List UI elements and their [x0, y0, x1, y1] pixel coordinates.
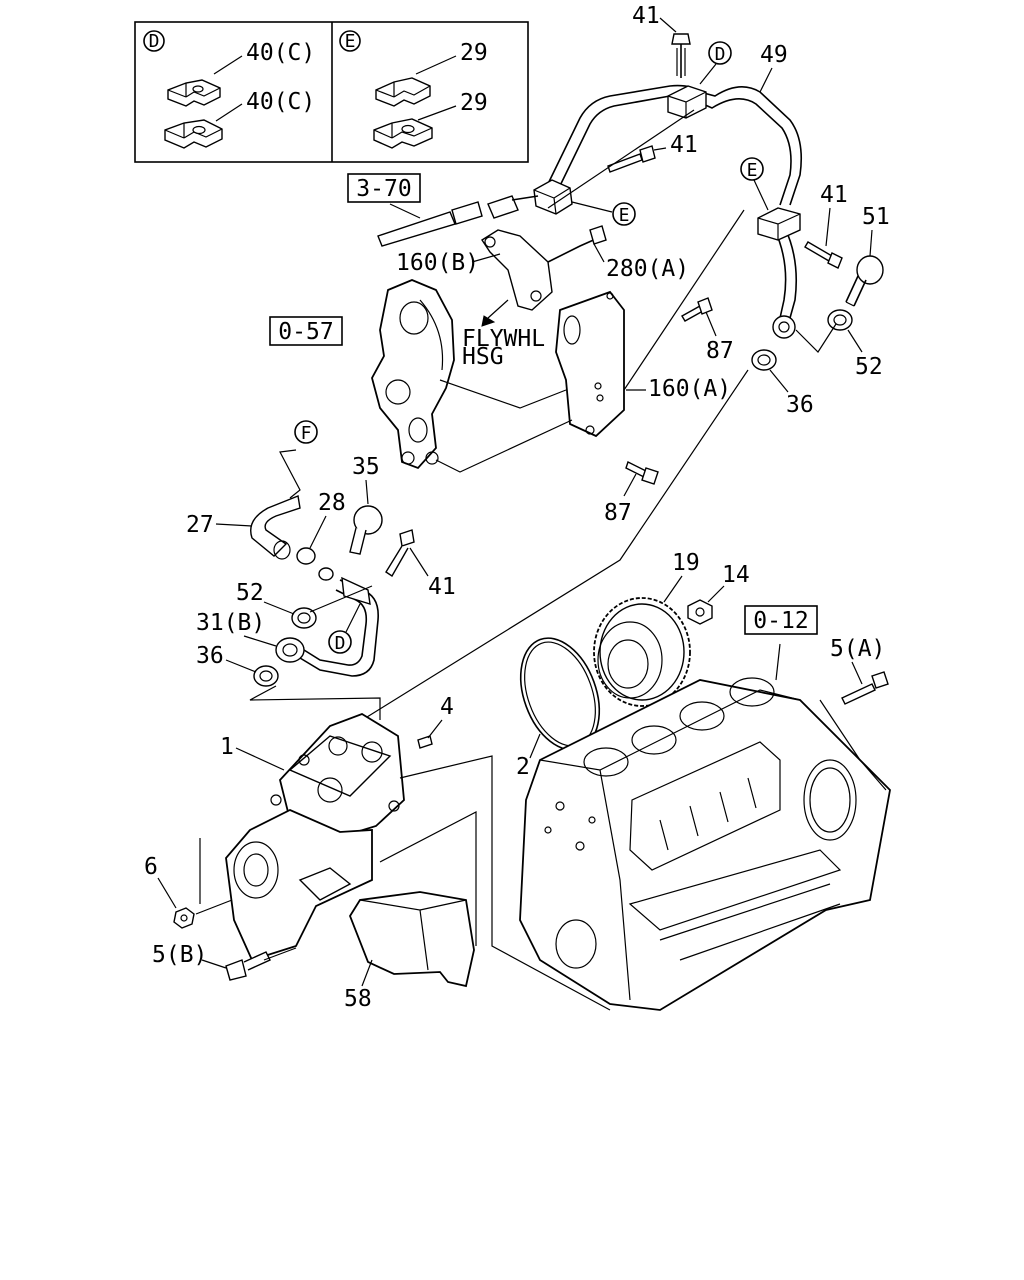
inset-panel-d: D 40(C) 40(C)	[143, 30, 315, 149]
clamp-e-right-icon	[757, 207, 801, 241]
clamp-40c-top-icon	[167, 79, 221, 107]
clamp-40c-bottom-icon	[164, 119, 223, 149]
clamp-29-bottom-icon	[373, 118, 433, 149]
callout-14: 14	[722, 562, 750, 588]
circle-d-low-letter: D	[335, 633, 346, 654]
inset-panel-e: E 29 29	[339, 30, 488, 149]
callout-41-mid: 41	[670, 132, 698, 158]
bolt-41-top-icon	[671, 33, 691, 78]
circle-e-icon	[339, 30, 361, 52]
bracket-160b-icon	[481, 225, 607, 327]
connector-lines-upper	[329, 109, 837, 741]
callout-28: 28	[318, 490, 346, 516]
circle-e-right-icon	[740, 157, 764, 181]
hose-27-icon	[250, 495, 301, 560]
circle-letters: D E E F D	[294, 41, 769, 654]
inset-d-label-top: 40(C)	[246, 40, 315, 66]
inset-e-label-bottom: 29	[460, 90, 488, 116]
callout-41-low: 41	[428, 574, 456, 600]
bolt-41-low-icon	[385, 529, 415, 577]
callout-6: 6	[144, 854, 158, 880]
nut-14-icon	[687, 599, 713, 625]
inset-d-letter: D	[149, 31, 160, 52]
ref-3-70-label: 3-70	[356, 176, 411, 202]
hsg-text: HSG	[462, 344, 504, 370]
cover-58-icon	[348, 891, 475, 988]
bolt-5b-icon	[225, 951, 271, 981]
callout-49: 49	[760, 42, 788, 68]
clamp-e-mid-icon	[533, 179, 573, 215]
hose-clamp-28-icon	[296, 547, 334, 581]
callout-36-right: 36	[786, 392, 814, 418]
washer-36-right-icon	[751, 349, 777, 371]
callout-5a: 5(A)	[830, 636, 885, 662]
inset-d-label-bottom: 40(C)	[246, 89, 315, 115]
eye-bolt-51-icon	[845, 255, 884, 307]
callout-4: 4	[440, 694, 454, 720]
callout-35: 35	[352, 454, 380, 480]
ref-0-57-label: 0-57	[278, 319, 333, 345]
callout-160a: 160(A)	[648, 376, 731, 402]
gear-19-icon	[593, 597, 691, 707]
clamp-29-top-icon	[375, 77, 431, 107]
ref-box-3-70: 3-70	[347, 173, 421, 203]
callout-280a: 280(A)	[606, 256, 689, 282]
engine-block-icon	[519, 677, 891, 1011]
flywheel-housing-bracket-icon	[371, 279, 455, 470]
washer-36-left-icon	[253, 665, 279, 687]
circle-f-letter: F	[301, 423, 312, 444]
circle-e-right-letter: E	[747, 160, 758, 181]
bolt-41-mid-icon	[607, 145, 656, 173]
pipe-31b-icon	[275, 576, 379, 677]
circle-e-mid-icon	[612, 202, 636, 226]
bolt-41-right-icon	[804, 241, 843, 269]
callout-87-top: 87	[706, 338, 734, 364]
ref-0-12-label: 0-12	[753, 608, 808, 634]
callout-41-top: 41	[632, 3, 660, 29]
flywhl-text: FLYWHL	[462, 326, 545, 352]
callout-87-bottom: 87	[604, 500, 632, 526]
callout-52-right: 52	[855, 354, 883, 380]
callout-52-left: 52	[236, 580, 264, 606]
washer-52-right-icon	[827, 309, 853, 331]
callout-41-right: 41	[820, 182, 848, 208]
callout-160b: 160(B)	[396, 250, 479, 276]
callout-31b: 31(B)	[196, 610, 265, 636]
inset-e-label-top: 29	[460, 40, 488, 66]
ref-box-0-57: 0-57	[269, 316, 343, 346]
inset-e-letter: E	[345, 31, 356, 52]
callout-5b: 5(B)	[152, 942, 207, 968]
callout-36-left: 36	[196, 643, 224, 669]
bolt-87-bottom-icon	[625, 461, 659, 485]
inset-box: D 40(C) 40(C) E 29 29	[134, 21, 529, 163]
connector-lines-lower	[199, 643, 887, 1011]
callout-51: 51	[862, 204, 890, 230]
clamp-d-top-icon	[667, 85, 707, 119]
circle-d-icon	[143, 30, 165, 52]
eye-bolt-35-icon	[349, 505, 383, 555]
circle-d-top-letter: D	[715, 44, 726, 65]
nut-6-icon	[173, 907, 195, 929]
circle-d-low-icon	[328, 630, 352, 654]
feed-pipe-3-70-icon	[377, 195, 539, 247]
compressor-pump-1-icon	[225, 713, 405, 962]
callout-labels: 41 49 41 41 51 160(B) 280(A) 87 52 160(A…	[144, 3, 890, 1012]
circle-f-icon	[294, 420, 318, 444]
pin-4-icon	[417, 735, 433, 749]
bolt-87-top-icon	[681, 297, 713, 322]
ref-box-0-12: 0-12	[744, 605, 818, 635]
callout-1: 1	[220, 734, 234, 760]
callout-19: 19	[672, 550, 700, 576]
circle-e-mid-letter: E	[619, 205, 630, 226]
callout-27: 27	[186, 512, 214, 538]
callout-2: 2	[516, 754, 530, 780]
bolt-5a-icon	[841, 671, 889, 705]
circle-d-top-icon	[708, 41, 732, 65]
callout-58: 58	[344, 986, 372, 1012]
washer-52-left-icon	[291, 607, 317, 629]
bracket-160a-icon	[555, 290, 625, 438]
